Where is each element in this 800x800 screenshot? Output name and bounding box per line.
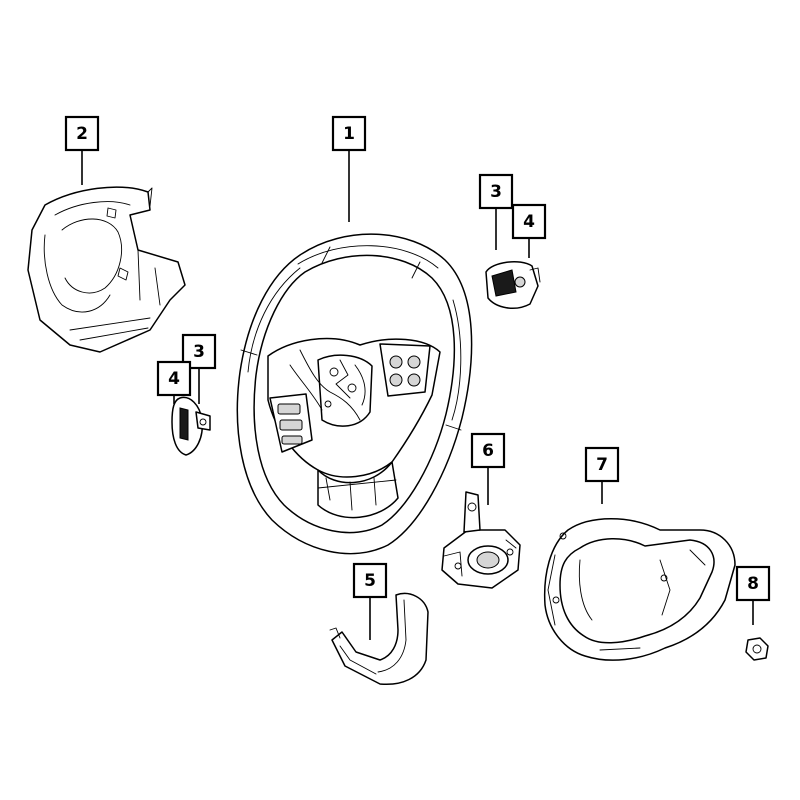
callout-4b: 4 <box>156 360 192 397</box>
part-8-nut <box>745 637 769 661</box>
part-7-bezel-frame <box>543 518 736 661</box>
callout-7-label: 7 <box>596 455 608 475</box>
callout-2: 2 <box>64 115 100 152</box>
callout-2-label: 2 <box>76 124 88 144</box>
callout-3a: 3 <box>478 173 514 210</box>
callout-3a-label: 3 <box>490 182 502 202</box>
part-6-clockspring <box>441 491 521 589</box>
callout-1-label: 1 <box>343 124 355 144</box>
callout-5-label: 5 <box>364 571 376 591</box>
part-5-trim-bezel <box>329 592 429 686</box>
callout-6: 6 <box>470 432 506 469</box>
callout-5: 5 <box>352 562 388 599</box>
part-2-column-shroud <box>27 186 186 353</box>
callout-3b-label: 3 <box>193 342 205 362</box>
callout-7: 7 <box>584 446 620 483</box>
callout-4b-label: 4 <box>168 369 180 389</box>
callout-4a: 4 <box>511 203 547 240</box>
callout-6-label: 6 <box>482 441 494 461</box>
callout-1: 1 <box>331 115 367 152</box>
callout-8-label: 8 <box>747 574 759 594</box>
part-3-4-switch-right <box>485 260 541 310</box>
callout-8: 8 <box>735 565 771 602</box>
callout-4a-label: 4 <box>523 212 535 232</box>
part-1-steering-wheel <box>236 233 473 555</box>
part-3-4-switch-left <box>171 396 211 456</box>
